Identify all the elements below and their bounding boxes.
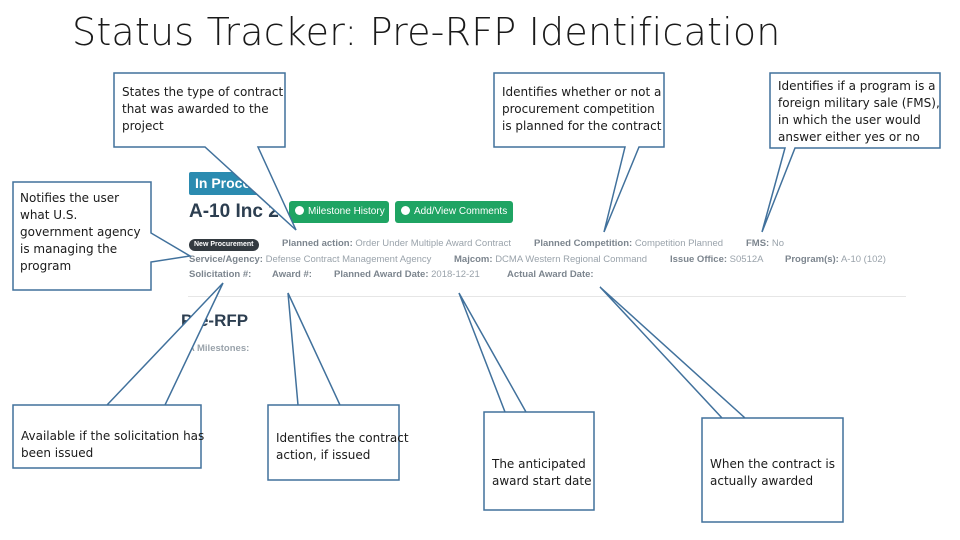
slide-title: Status Tracker: Pre-RFP Identification — [72, 10, 781, 54]
callout-contract-type: States the type of contract that was awa… — [122, 85, 284, 133]
programs-label: Program(s): — [785, 254, 839, 265]
programs-field: Program(s): A-10 (102) — [785, 254, 886, 265]
majcom-value: DCMA Western Regional Command — [495, 254, 648, 265]
service-agency-field: Service/Agency: Defense Contract Managem… — [189, 254, 431, 265]
programs-value: A-10 (102) — [840, 254, 886, 265]
planned-competition-field: Planned Competition: Competition Planned — [534, 238, 723, 249]
section-divider — [188, 296, 906, 297]
issue-office-label: Issue Office: — [670, 254, 728, 265]
service-agency-value: Defense Contract Management Agency — [265, 254, 432, 265]
fms-label: FMS: — [746, 238, 770, 249]
majcom-label: Majcom: — [454, 254, 493, 265]
planned-award-date-value: 2018-12-21 — [431, 269, 480, 280]
callout-competition: Identifies whether or not a procurement … — [502, 85, 662, 133]
history-icon — [295, 206, 304, 215]
actual-award-date-field: Actual Award Date: — [507, 269, 594, 280]
milestone-history-label: Milestone History — [308, 206, 385, 217]
fms-field: FMS: No — [746, 238, 784, 249]
majcom-field: Majcom: DCMA Western Regional Command — [454, 254, 647, 265]
planned-award-date-field: Planned Award Date: 2018-12-21 — [334, 269, 480, 280]
solicitation-field: Solicitation #: — [189, 269, 251, 280]
section-title: Pre-RFP — [181, 311, 249, 330]
new-procurement-badge: New Procurement — [189, 239, 259, 251]
award-field: Award #: — [272, 269, 312, 280]
solicitation-label: Solicitation #: — [189, 269, 252, 280]
milestone-history-button[interactable]: Milestone History — [289, 201, 389, 223]
callout-fms: Identifies if a program is a foreign mil… — [778, 79, 940, 144]
callout-actual-award: When the contract is actually awarded — [710, 457, 836, 488]
planned-competition-value: Competition Planned — [634, 238, 724, 249]
planned-action-value: Order Under Multiple Award Contract — [355, 238, 511, 249]
milestones-label: NA Milestones: — [181, 343, 250, 354]
callout-award-number: Identifies the contract action, if issue… — [276, 431, 409, 462]
issue-office-value: S0512A — [729, 254, 764, 265]
fms-value: No — [771, 238, 785, 249]
planned-action-field: Planned action: Order Under Multiple Awa… — [282, 238, 511, 249]
program-name: A-10 Inc 2 — [189, 201, 279, 222]
add-view-comments-button[interactable]: Add/View Comments — [395, 201, 513, 223]
callout-planned-award: The anticipated award start date — [492, 457, 592, 488]
callout-solicitation: Available if the solicitation has been i… — [21, 429, 205, 460]
award-label: Award #: — [272, 269, 312, 280]
planned-award-date-label: Planned Award Date: — [334, 269, 429, 280]
status-badge: In Process — [189, 172, 269, 195]
callout-agency: Notifies the user what U.S. government a… — [20, 191, 141, 273]
planned-competition-label: Planned Competition: — [534, 238, 633, 249]
add-view-comments-label: Add/View Comments — [414, 206, 508, 217]
issue-office-field: Issue Office: S0512A — [670, 254, 763, 265]
actual-award-date-label: Actual Award Date: — [507, 269, 594, 280]
service-agency-label: Service/Agency: — [189, 254, 263, 265]
comment-icon — [401, 206, 410, 215]
planned-action-label: Planned action: — [282, 238, 353, 249]
